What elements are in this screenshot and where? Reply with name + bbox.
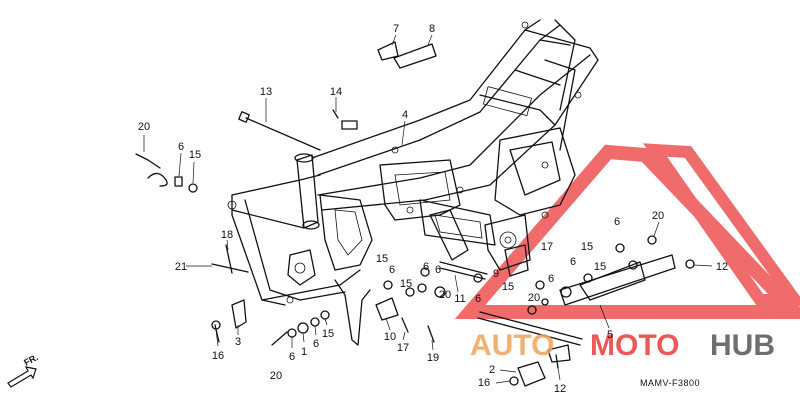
callout-label: 18 [221,229,233,241]
callout-label: 14 [330,86,342,98]
front-direction-arrow-icon: FR. [7,352,40,388]
callout-label: 17 [541,241,553,253]
callout-label: 1 [301,346,307,358]
callout-label: 6 [475,293,481,305]
callout-label: 15 [322,328,334,340]
callout-label: 20 [439,289,451,301]
callout-label: 20 [138,121,150,133]
callout-label: 5 [607,329,613,341]
callout-label: 17 [397,342,409,354]
callout-label: 6 [435,264,441,276]
callout-label: 19 [427,352,439,364]
callout-label: 20 [528,292,540,304]
callout-label: 15 [189,149,201,161]
callout-label: 6 [313,338,319,350]
callout-label: 6 [548,273,554,285]
callout-label: 7 [393,23,399,35]
callout-label: 3 [235,336,241,348]
watermark-brand: AUTO MOTO HUB [470,329,775,362]
callout-label: 6 [614,216,620,228]
callout-label: 6 [423,261,429,273]
watermark-brand-part2: MOTO [590,329,679,362]
callout-label: 15 [594,261,606,273]
callout-label: 15 [376,253,388,265]
detached-parts [135,41,695,387]
callout-label: 2 [489,364,495,376]
callout-label: 12 [716,261,728,273]
callout-label: 11 [454,293,465,305]
callout-label: 15 [581,241,593,253]
watermark-logo-icon [454,143,800,319]
watermark-brand-part3: HUB [710,329,775,362]
callout-label: 12 [554,383,566,395]
callout-label: 6 [178,141,184,153]
callout-label: 13 [260,86,272,98]
callout-label: 20 [270,370,282,382]
callout-label: 20 [652,210,664,222]
callout-label: 4 [402,109,408,121]
callout-label: 15 [400,278,412,290]
callout-label: 6 [289,351,295,363]
callout-label: 21 [175,261,187,273]
callout-label: 6 [389,264,395,276]
watermark-brand-part1: AUTO [470,329,554,362]
leader-lines [143,34,713,384]
callout-label: 15 [502,281,514,293]
callout-label: 9 [493,268,499,280]
callout-label: 16 [478,377,490,389]
callout-label: 16 [212,350,224,362]
direction-label: FR. [22,352,39,368]
drawing-code: MAMV-F3800 [640,378,700,388]
callout-labels: 7 8 13 14 4 20 6 15 18 21 17 15 6 6 15 6… [138,23,728,395]
main-frame-drawing [227,19,599,346]
callout-label: 8 [429,23,435,35]
callout-label: 10 [384,331,396,343]
callout-label: 6 [570,256,576,268]
